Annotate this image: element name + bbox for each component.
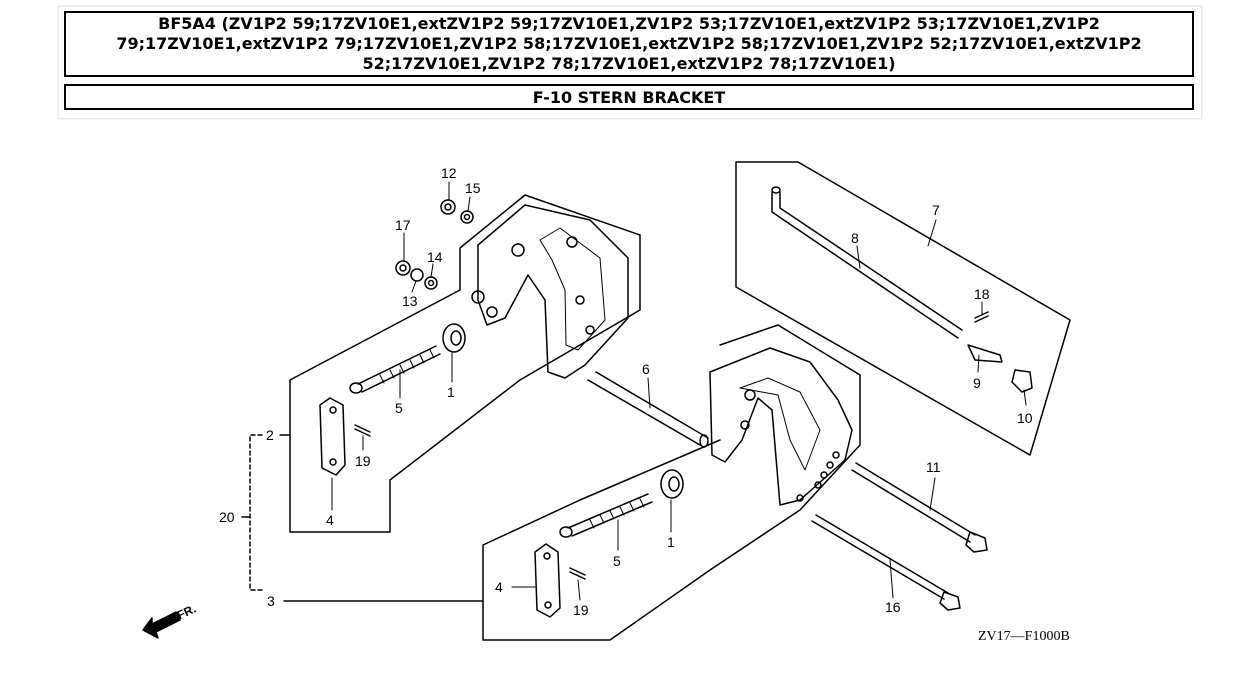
callout-5a: 5 — [395, 400, 403, 416]
callout-19a: 19 — [355, 453, 371, 469]
washer-14 — [424, 276, 438, 290]
stern-bracket-right — [709, 347, 853, 506]
bracket-hole — [832, 451, 840, 459]
group-outline-left-bracket — [289, 194, 641, 533]
bolt-11-head — [965, 531, 988, 553]
bracket-hole — [744, 389, 756, 401]
assembly-bracket-2 — [249, 434, 263, 591]
bracket-hole — [826, 461, 834, 469]
callout-1b: 1 — [667, 534, 675, 550]
callout-1a: 1 — [447, 384, 455, 400]
bracket-hole — [814, 481, 822, 489]
header-frame — [58, 6, 1202, 119]
washer-15-hole — [463, 213, 471, 221]
washer-13 — [410, 268, 424, 282]
clamp-screw-upper — [357, 345, 441, 393]
bracket-hole — [796, 494, 804, 502]
front-direction-arrow-icon — [142, 611, 181, 639]
stern-bracket-right-inner — [739, 377, 821, 471]
bolt-16-head — [939, 591, 961, 611]
bolt-16 — [811, 514, 949, 600]
bracket-hole — [511, 243, 525, 257]
clamp-handle-upper — [319, 397, 346, 476]
group-outline-tilt-rod — [735, 161, 1071, 456]
callout-4b: 4 — [495, 579, 503, 595]
bracket-hole — [820, 471, 828, 479]
handle-hole — [544, 601, 552, 609]
stern-shaft-end — [699, 434, 709, 448]
stern-shaft — [587, 371, 709, 446]
stern-bracket-left — [477, 204, 629, 379]
callout-11: 11 — [926, 459, 941, 475]
callout-8: 8 — [851, 230, 859, 246]
clamp-pad-lower-inner — [668, 476, 680, 492]
clamp-screw-upper-thread — [379, 349, 435, 384]
clamp-pad-lower — [660, 469, 684, 499]
clamp-handle-lower — [534, 543, 561, 618]
clamp-pad-upper-inner — [450, 330, 462, 346]
grip-9 — [967, 344, 1003, 363]
callout-17: 17 — [395, 217, 411, 233]
nut-17 — [395, 260, 411, 276]
bolt-11 — [851, 462, 976, 543]
washer-14-hole — [427, 279, 435, 287]
nut-12-hole — [444, 203, 452, 211]
callout-5b: 5 — [613, 553, 621, 569]
callout-3: 3 — [267, 593, 275, 609]
clamp-screw-lower-thread — [589, 498, 645, 529]
callout-14: 14 — [427, 249, 443, 265]
bracket-hole — [585, 325, 595, 335]
knob-10 — [1011, 369, 1033, 393]
group-outline-right-bracket — [482, 324, 861, 641]
bracket-hole — [486, 306, 498, 318]
clamp-pad-upper — [442, 323, 466, 353]
pin-19-lower — [569, 567, 586, 580]
callout-9: 9 — [973, 375, 981, 391]
model-title: BF5A4 (ZV1P2 59;17ZV10E1,extZV1P2 59;17Z… — [64, 11, 1194, 77]
callout-10: 10 — [1017, 410, 1033, 426]
clamp-handle-end — [349, 382, 363, 394]
bracket-hole — [740, 420, 750, 430]
callout-19b: 19 — [573, 602, 589, 618]
nut-12 — [440, 199, 456, 215]
bracket-hole — [575, 295, 585, 305]
handle-hole — [329, 458, 337, 466]
callout-4a: 4 — [326, 512, 334, 528]
handle-hole — [329, 406, 337, 414]
tilt-rod-end — [771, 186, 781, 194]
stern-bracket-left-inner — [539, 227, 606, 351]
front-marker: FR. — [175, 602, 198, 623]
callout-13: 13 — [402, 293, 418, 309]
callout-7: 7 — [932, 202, 940, 218]
pin-19-upper — [354, 424, 371, 437]
callout-leaders — [331, 181, 1027, 601]
callout-15: 15 — [465, 180, 481, 196]
tilt-rod — [771, 191, 963, 339]
nut-bracket — [471, 290, 485, 304]
callout-18: 18 — [974, 286, 990, 302]
callout-2: 2 — [266, 427, 274, 443]
drawing-code: ZV17—F1000B — [978, 629, 1070, 644]
nut-17-hole — [399, 264, 407, 272]
handle-hole — [543, 552, 551, 560]
callout-12: 12 — [441, 165, 457, 181]
washer-15 — [460, 210, 474, 224]
callout-20: 20 — [219, 509, 235, 525]
callout-16: 16 — [885, 599, 901, 615]
clamp-screw-lower — [567, 493, 653, 537]
callout-6: 6 — [642, 361, 650, 377]
clamp-handle-end — [559, 526, 573, 538]
bracket-hole — [566, 236, 578, 248]
section-title: F-10 STERN BRACKET — [64, 84, 1194, 110]
